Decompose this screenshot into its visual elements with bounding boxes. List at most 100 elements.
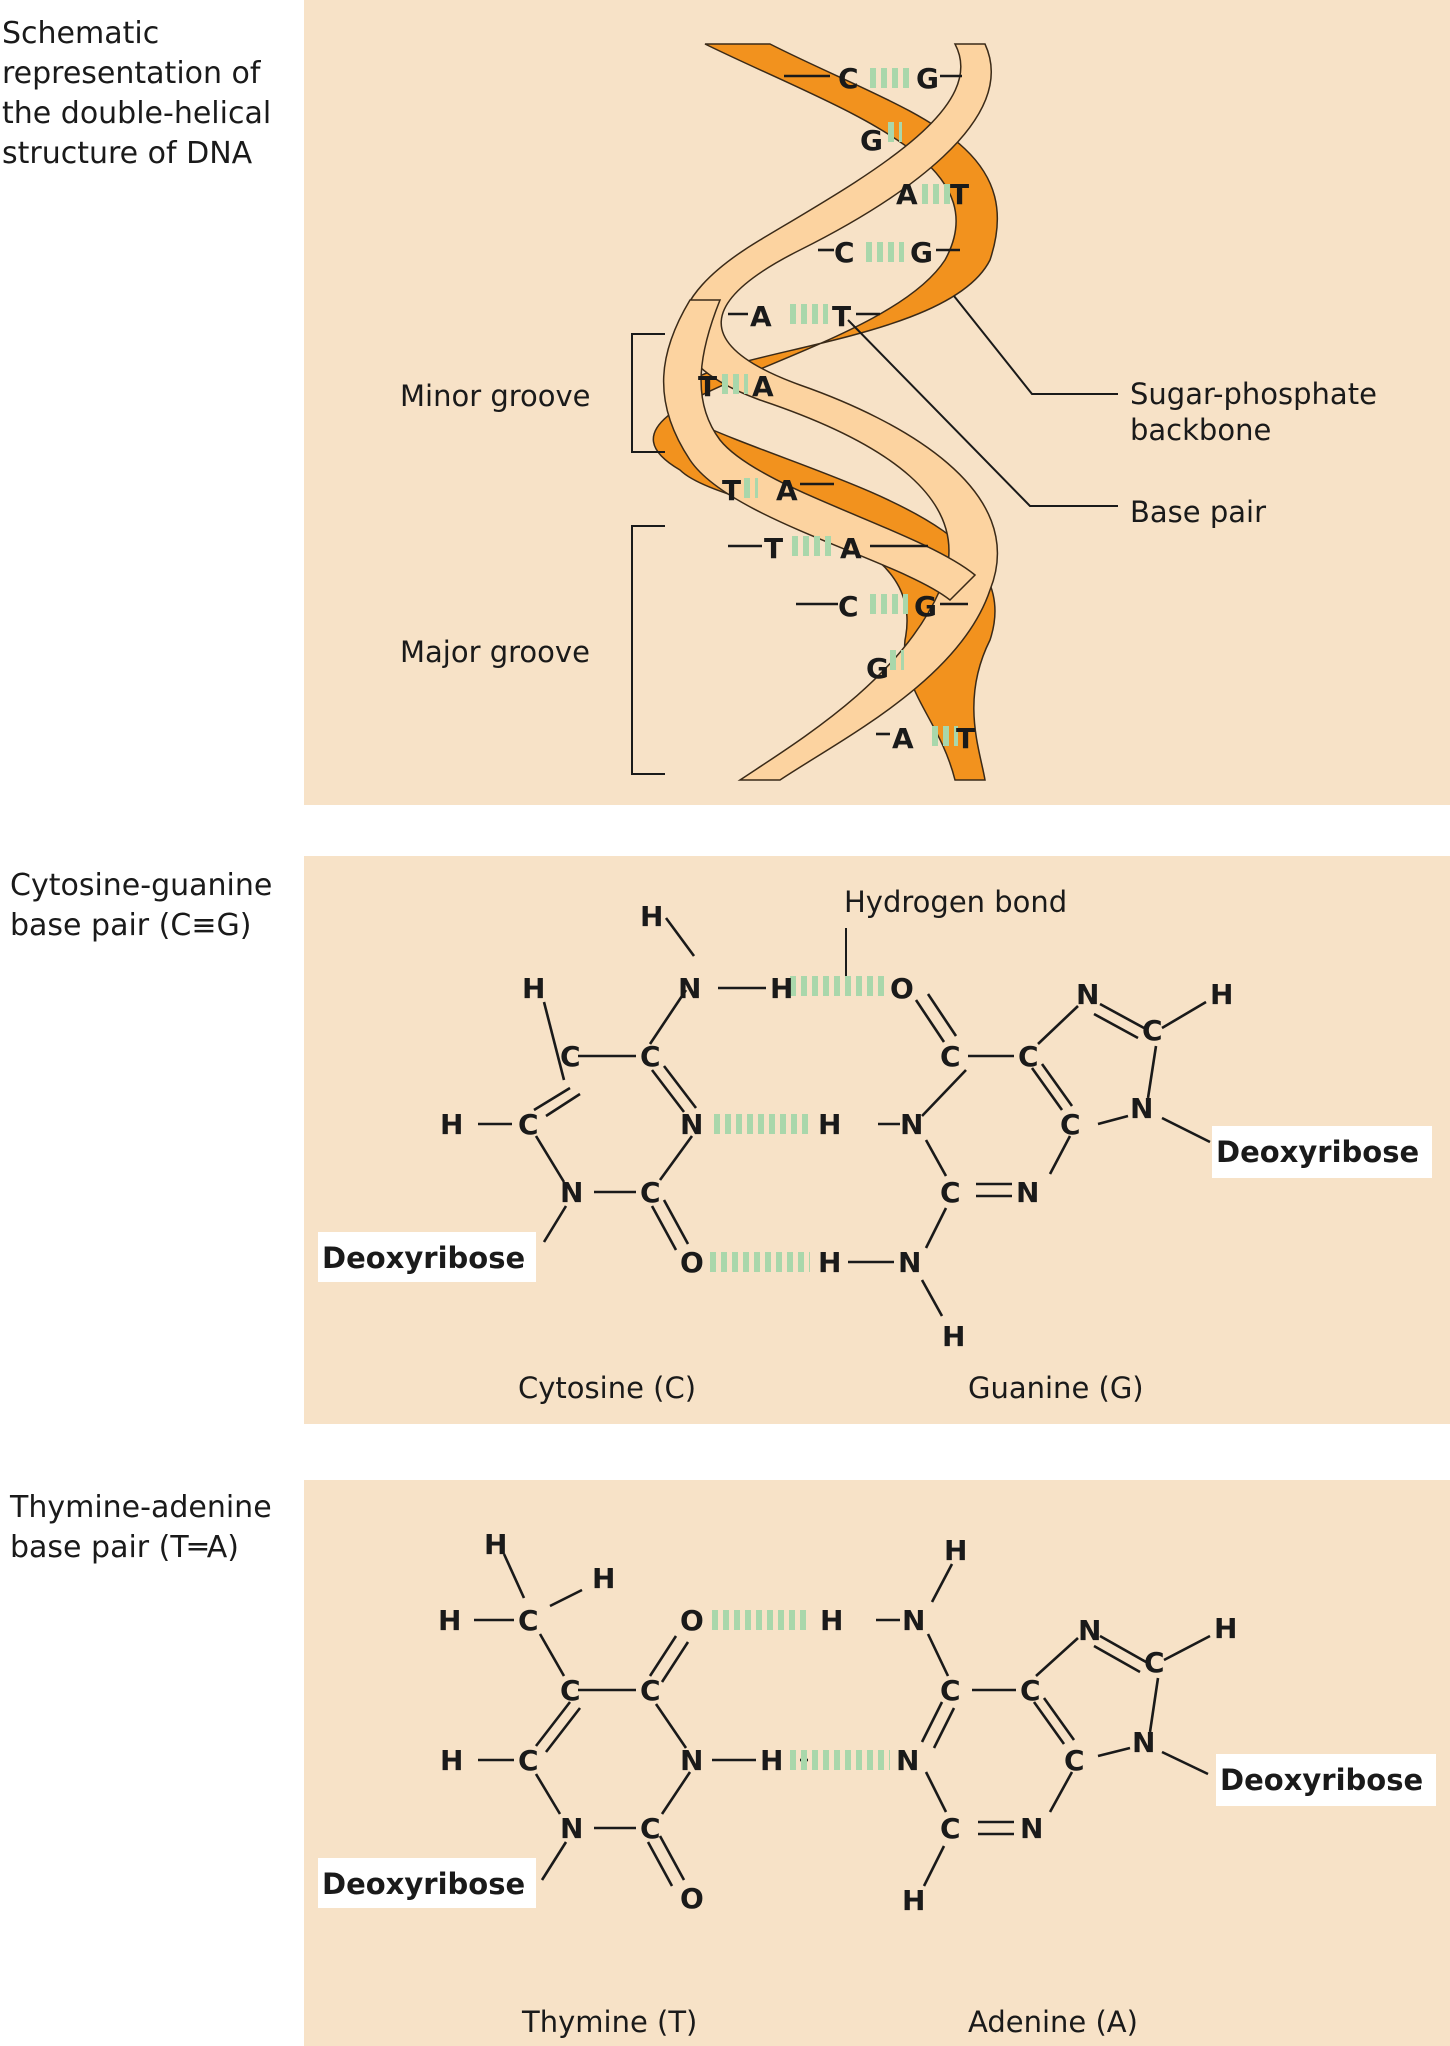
c-atom-c6: C <box>518 1108 539 1141</box>
g-atom-n2: N <box>898 1246 921 1279</box>
a-atom-c6: C <box>940 1674 961 1707</box>
cg-panel: Hydrogen bond H N H H C C H C N N C O O … <box>304 856 1450 1424</box>
strand-light <box>680 43 998 781</box>
ta-deoxyribose-right: Deoxyribose <box>1220 1763 1423 1797</box>
g-atom-n1: N <box>900 1108 923 1141</box>
a-atom-h8: H <box>1214 1612 1237 1645</box>
c-atom-c2: C <box>640 1176 661 1209</box>
strand-light-lower <box>663 299 977 602</box>
c-atom-h5: H <box>522 972 545 1005</box>
ta-panel: H H H C O C C H C N H N C O H H N C C N … <box>304 1480 1450 2046</box>
adenine-label: Adenine (A) <box>968 2005 1138 2039</box>
backbone-label-2: backbone <box>1130 413 1271 447</box>
backbone-leader <box>953 295 1118 395</box>
t-atom-h-methyl3: H <box>438 1604 461 1637</box>
bp2-left: G <box>860 124 883 157</box>
t-atom-n3: N <box>680 1744 703 1777</box>
thymine-bonds <box>474 1553 692 1887</box>
helix-panel: C G G A T C G A T T A T A T A <box>304 0 1450 805</box>
bp11-right: T <box>956 722 975 755</box>
bp5-left: A <box>750 300 772 333</box>
a-atom-n6: N <box>902 1604 925 1637</box>
ta-panel-title: Thymine-adenine base pair (T═A) <box>10 1490 272 1565</box>
bp4-right: G <box>910 236 933 269</box>
backbone-label-1: Sugar-phosphate <box>1130 377 1377 411</box>
bp7-right: A <box>776 474 798 507</box>
major-groove-bracket <box>631 525 665 775</box>
bp8-right: A <box>840 532 862 565</box>
base-pairs: C G G A T C G A T T A T A T A <box>698 62 975 755</box>
c-atom-n4: N <box>678 972 701 1005</box>
minor-groove-bracket <box>631 333 665 453</box>
a-atom-h2: H <box>902 1884 925 1917</box>
g-atom-n3: N <box>1016 1176 1039 1209</box>
bp3-left: A <box>896 178 918 211</box>
ta-deoxyribose-left: Deoxyribose <box>322 1867 525 1901</box>
t-atom-h-methyl2: H <box>592 1562 615 1595</box>
t-atom-c2: C <box>640 1812 661 1845</box>
a-atom-n7: N <box>1078 1614 1101 1647</box>
ta-diagram: H H H C O C C H C N H N C O H H N C C N … <box>318 1528 1436 2039</box>
t-atom-h-methyl1: H <box>484 1528 507 1561</box>
base-pair-leader <box>847 319 1118 507</box>
t-atom-o2: O <box>680 1882 704 1915</box>
c-atom-n3: N <box>680 1108 703 1141</box>
cg-deoxyribose-left: Deoxyribose <box>322 1241 525 1275</box>
cytosine-label: Cytosine (C) <box>518 1371 696 1405</box>
bp9-left: C <box>838 590 859 623</box>
t-atom-c-methyl: C <box>518 1604 539 1637</box>
t-atom-c5: C <box>560 1674 581 1707</box>
a-atom-c2: C <box>940 1812 961 1845</box>
bp8-left: T <box>764 532 783 565</box>
cg-diagram: Hydrogen bond H N H H C C H C N N C O O … <box>318 885 1432 1405</box>
g-atom-c5: C <box>1018 1040 1039 1073</box>
a-atom-c4: C <box>1064 1744 1085 1777</box>
bp4-left: C <box>834 236 855 269</box>
a-atom-n9: N <box>1132 1726 1155 1759</box>
a-atom-h-amino2: H <box>820 1604 843 1637</box>
bp6-left: T <box>698 370 717 403</box>
cg-panel-title: Cytosine-guanine base pair (C≡G) <box>10 868 273 943</box>
bp10-left: G <box>866 652 889 685</box>
bp9-right: G <box>914 590 937 623</box>
g-atom-o6: O <box>890 972 914 1005</box>
strand-back <box>652 43 998 781</box>
adenine-bonds <box>800 1563 1211 1887</box>
t-atom-c6: C <box>518 1744 539 1777</box>
a-atom-h-amino1: H <box>944 1534 967 1567</box>
c-atom-c4: C <box>640 1040 661 1073</box>
major-groove-label: Major groove <box>400 635 590 669</box>
cytosine-bonds <box>478 917 766 1251</box>
g-atom-n9: N <box>1130 1092 1153 1125</box>
a-atom-n1: N <box>896 1744 919 1777</box>
bp1-right: G <box>916 62 939 95</box>
bp11-left: A <box>892 722 914 755</box>
g-atom-c4: C <box>1060 1108 1081 1141</box>
guanine-bonds <box>848 993 1211 1317</box>
bp3-right: T <box>950 178 969 211</box>
t-atom-o4: O <box>680 1604 704 1637</box>
helix-diagram: C G G A T C G A T T A T A T A <box>400 43 1377 781</box>
bp1-left: C <box>838 62 859 95</box>
t-atom-n1: N <box>560 1812 583 1845</box>
g-atom-c2: C <box>940 1176 961 1209</box>
t-atom-h6: H <box>440 1744 463 1777</box>
g-atom-h-amino2: H <box>942 1320 965 1353</box>
hydrogen-bond-label: Hydrogen bond <box>844 885 1067 919</box>
c-atom-o2: O <box>680 1246 704 1279</box>
g-atom-h8: H <box>1210 978 1233 1011</box>
g-atom-h1: H <box>818 1108 841 1141</box>
thymine-label: Thymine (T) <box>521 2005 697 2039</box>
c-atom-h6: H <box>440 1108 463 1141</box>
c-atom-h-n4: H <box>770 972 793 1005</box>
g-atom-n7: N <box>1076 978 1099 1011</box>
t-atom-c4: C <box>640 1674 661 1707</box>
base-pair-label: Base pair <box>1130 495 1266 529</box>
guanine-label: Guanine (G) <box>968 1371 1144 1405</box>
t-atom-h3: H <box>760 1744 783 1777</box>
bp6-right: A <box>752 370 774 403</box>
minor-groove-label: Minor groove <box>400 379 591 413</box>
c-atom-c5: C <box>560 1040 581 1073</box>
a-atom-n3: N <box>1020 1812 1043 1845</box>
c-atom-h-amino: H <box>640 900 663 933</box>
